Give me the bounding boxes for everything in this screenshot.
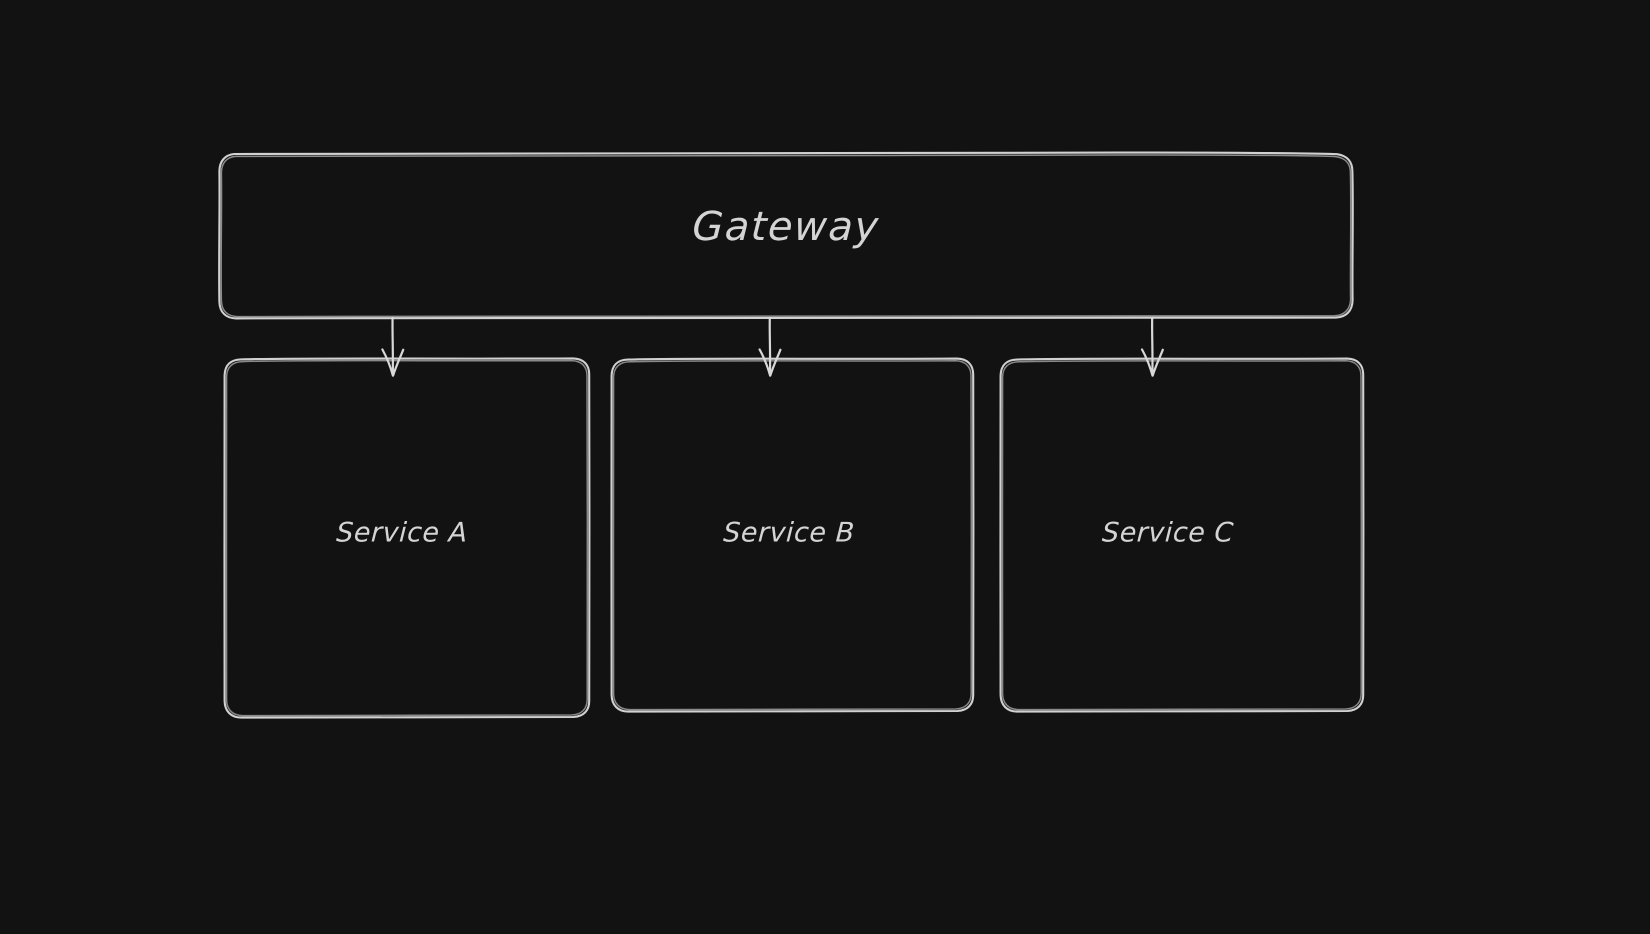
service-b-outline-stroke-1 <box>610 357 975 713</box>
gateway-outline-stroke-1 <box>218 151 1354 320</box>
edge-gateway-service-b[interactable] <box>758 316 782 377</box>
service-c-outline-stroke-2 <box>1001 360 1363 711</box>
node-label-service-b: Service B <box>722 517 856 549</box>
node-label-service-c: Service C <box>1101 517 1235 549</box>
node-service-a-shape[interactable] <box>223 357 591 719</box>
edge-gateway-service-a-arrowhead <box>381 348 405 377</box>
node-label-service-a: Service A <box>335 517 469 549</box>
node-label-gateway: Gateway <box>691 204 881 250</box>
edge-gateway-service-c-arrowhead <box>1140 348 1164 377</box>
node-service-b-shape[interactable] <box>610 357 975 713</box>
edge-gateway-service-a[interactable] <box>381 316 405 377</box>
service-a-outline-stroke-2 <box>225 359 589 717</box>
service-b-outline-stroke-2 <box>612 360 973 711</box>
service-c-outline-stroke-1 <box>999 357 1365 713</box>
edge-gateway-service-b-arrowhead <box>758 348 782 377</box>
node-service-c-shape[interactable] <box>999 357 1365 713</box>
node-gateway-shape[interactable] <box>218 151 1354 320</box>
edge-gateway-service-c[interactable] <box>1140 316 1164 377</box>
service-a-outline-stroke-1 <box>223 357 591 719</box>
gateway-outline-stroke-2 <box>220 154 1352 318</box>
